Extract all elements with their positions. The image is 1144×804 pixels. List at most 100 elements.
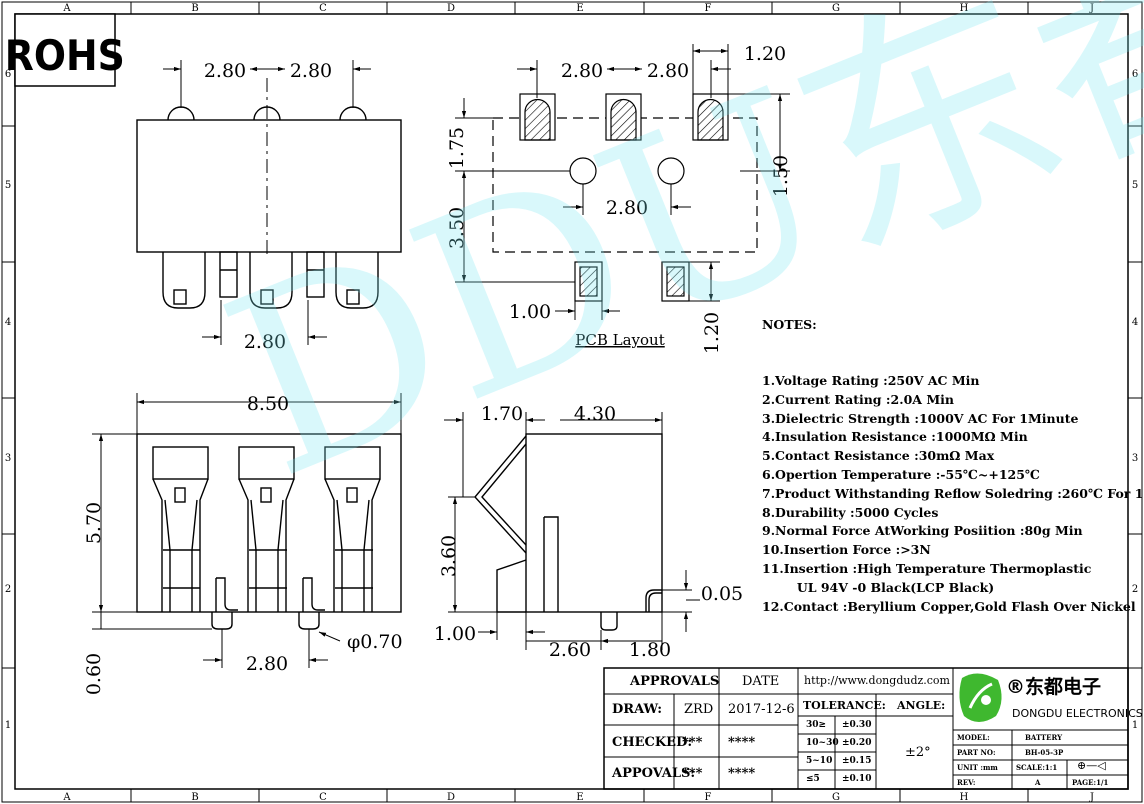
side-dim-f: 1.80 xyxy=(629,639,671,661)
top-pitch-bottom: 2.80 xyxy=(244,331,286,353)
rev-label: REV: xyxy=(957,778,976,787)
grid-label: 5 xyxy=(5,180,11,191)
grid-label: 1 xyxy=(1132,720,1138,731)
rohs-badge: ROHS xyxy=(5,13,125,87)
pcb-slot-width: 1.00 xyxy=(509,301,551,323)
grid-label: C xyxy=(319,3,327,14)
note-item: 12.Contact :Beryllium Copper,Gold Flash … xyxy=(762,598,1136,614)
scale-label: SCALE:1:1 xyxy=(1016,763,1058,772)
notes-title: NOTES: xyxy=(762,316,817,332)
notes-list: 1.Voltage Rating :250V AC Min 2.Current R… xyxy=(762,372,1144,616)
checked-name: *** xyxy=(682,735,703,750)
angle-value: ±2° xyxy=(905,745,931,760)
side-dim-b: 4.30 xyxy=(574,403,616,425)
grid-label: E xyxy=(576,3,583,14)
pcb-pitch-a: 2.80 xyxy=(561,60,603,82)
grid-label: G xyxy=(832,3,840,14)
approvals-header: APPROVALS xyxy=(630,674,720,689)
grid-label: 4 xyxy=(1132,317,1138,328)
appovals-date: **** xyxy=(728,766,756,781)
grid-label: 5 xyxy=(1132,180,1138,191)
note-item: 1.Voltage Rating :250V AC Min xyxy=(762,372,980,388)
grid-label: C xyxy=(319,792,327,803)
front-pitch: 2.80 xyxy=(246,653,288,675)
note-item: 11.Insertion :High Temperature Thermopla… xyxy=(762,560,1092,576)
grid-label: 6 xyxy=(1132,69,1138,80)
rohs-label: ROHS xyxy=(5,32,125,80)
grid-label: 3 xyxy=(1132,453,1138,464)
model-label: MODEL: xyxy=(957,733,990,742)
rev-value: A xyxy=(1035,778,1041,787)
pcb-layout-caption: PCB Layout xyxy=(575,331,664,349)
grid-label: B xyxy=(191,792,198,803)
side-dim-c: 3.60 xyxy=(438,535,460,577)
title-block-grid xyxy=(603,667,1129,790)
company-name-cn: ®东都电子 xyxy=(1006,676,1102,698)
draw-name: ZRD xyxy=(684,702,714,717)
grid-label: E xyxy=(576,792,583,803)
page-label: PAGE:1/1 xyxy=(1072,778,1109,787)
front-diameter: φ0.70 xyxy=(347,631,403,653)
side-dim-d: 1.00 xyxy=(434,623,476,645)
grid-label: 6 xyxy=(5,69,11,80)
grid-label: 2 xyxy=(5,584,11,595)
website-url: http://www.dongdudz.com xyxy=(804,674,950,687)
side-dim-g: 0.05 xyxy=(701,583,743,605)
note-item: 4.Insulation Resistance :1000MΩ Min xyxy=(762,429,1028,445)
note-item: 6.Opertion Temperature :-55℃~+125℃ xyxy=(762,466,1040,482)
pcb-pitch-b: 2.80 xyxy=(647,60,689,82)
side-view xyxy=(444,412,700,650)
side-dim-e: 2.60 xyxy=(549,639,591,661)
appovals-label: APPOVALS: xyxy=(612,766,696,781)
grid-label: J xyxy=(1089,792,1094,803)
grid-label: G xyxy=(832,792,840,803)
grid-label: 2 xyxy=(1132,584,1138,595)
note-item: 9.Normal Force AtWorking Posiition :80g … xyxy=(762,523,1083,539)
checked-date: **** xyxy=(728,735,756,750)
grid-label: 3 xyxy=(5,453,11,464)
part-value: BH-05-3P xyxy=(1025,748,1064,757)
grid-label: 1 xyxy=(5,720,11,731)
note-item: 10.Insertion Force :>3N xyxy=(762,542,931,558)
grid-label: D xyxy=(447,3,455,14)
checked-label: CHECKED: xyxy=(612,735,693,750)
grid-label: J xyxy=(1089,3,1094,14)
top-view xyxy=(136,60,402,345)
pcb-pad-width: 1.20 xyxy=(744,43,786,65)
note-item: 5.Contact Resistance :30mΩ Max xyxy=(762,448,995,464)
pcb-h-150: 1.50 xyxy=(770,155,792,197)
pcb-pitch-c: 2.80 xyxy=(606,197,648,219)
company-name-en: DONGDU ELECTRONICS xyxy=(1012,707,1143,720)
grid-label: A xyxy=(62,792,71,803)
tolerance-value: ±0.15 xyxy=(842,756,872,766)
notes-block: NOTES: 1.Voltage Rating :250V AC Min 2.Cu… xyxy=(762,278,1144,635)
side-dim-a: 1.70 xyxy=(481,403,523,425)
note-item: 2.Current Rating :2.0A Min xyxy=(762,391,954,407)
tolerance-range: 30≥ xyxy=(806,720,827,730)
pcb-layout xyxy=(455,44,790,320)
part-label: PART NO: xyxy=(957,748,996,757)
grid-label: B xyxy=(191,3,198,14)
top-pitch-a: 2.80 xyxy=(204,60,246,82)
top-pitch-b: 2.80 xyxy=(290,60,332,82)
grid-label: 4 xyxy=(5,317,11,328)
draw-date: 2017-12-6 xyxy=(728,702,795,717)
dongdu-logo xyxy=(959,673,1002,722)
pcb-h-175: 1.75 xyxy=(446,127,468,169)
projection-icon: ⊕—◁ xyxy=(1077,759,1106,772)
draw-label: DRAW: xyxy=(612,702,663,717)
grid-label: H xyxy=(960,792,969,803)
tolerance-value: ±0.30 xyxy=(842,720,872,730)
tolerance-range: 10~30 xyxy=(806,738,839,748)
pcb-h-350: 3.50 xyxy=(446,207,468,249)
note-item: 3.Dielectric Strength :1000V AC For 1Min… xyxy=(762,410,1079,426)
front-pin: 0.60 xyxy=(83,653,105,695)
note-item: 7.Product Withstanding Reflow Soledring … xyxy=(762,485,1144,501)
grid-label: F xyxy=(705,3,712,14)
grid-label: H xyxy=(960,3,969,14)
model-value: BATTERY xyxy=(1025,733,1063,742)
note-item: UL 94V -0 Black(LCP Black) xyxy=(762,579,995,595)
